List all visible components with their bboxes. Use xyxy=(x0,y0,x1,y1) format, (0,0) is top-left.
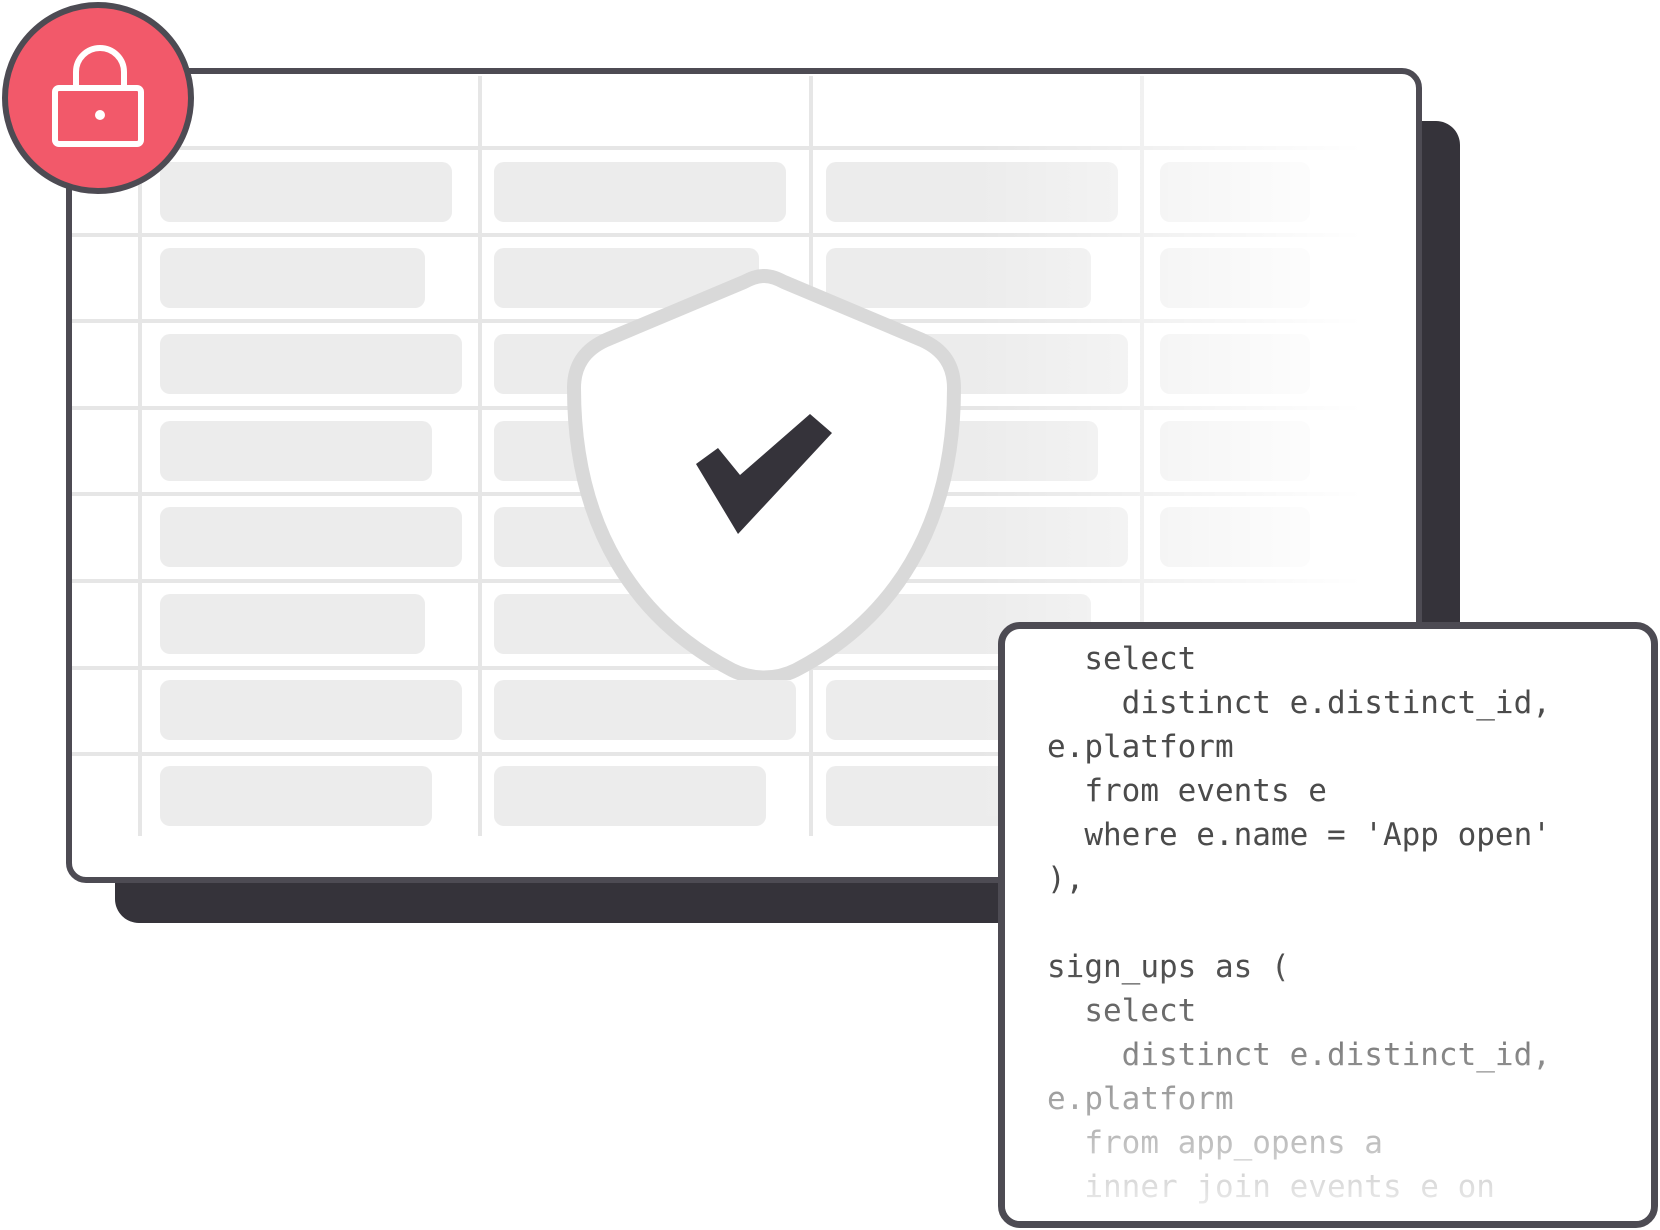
shield-check-icon xyxy=(567,269,961,680)
table-cell-placeholder xyxy=(160,766,432,826)
table-cell-placeholder xyxy=(494,766,766,826)
lock-icon xyxy=(52,45,144,147)
grid-row-divider xyxy=(72,146,1362,150)
code-line: from app_opens a xyxy=(1047,1125,1383,1161)
code-line: select xyxy=(1047,993,1197,1029)
sql-code-panel: select distinct e.distinct_id, e.platform… xyxy=(998,622,1658,1228)
code-line: e.platform xyxy=(1047,1081,1234,1117)
table-cell-placeholder xyxy=(1160,421,1310,481)
table-cell-placeholder xyxy=(160,248,425,308)
table-cell-placeholder xyxy=(826,162,1118,222)
code-line: distinct e.distinct_id, xyxy=(1047,685,1551,721)
grid-column-divider xyxy=(478,76,482,836)
code-line xyxy=(1047,901,1551,945)
code-line: distinct e.distinct_id, xyxy=(1047,1037,1551,1073)
table-cell-placeholder xyxy=(1160,507,1310,567)
grid-row-divider xyxy=(72,233,1362,237)
table-cell-placeholder xyxy=(1160,334,1310,394)
code-line: where e.name = 'App open' xyxy=(1047,817,1551,853)
table-cell-placeholder xyxy=(160,507,462,567)
table-cell-placeholder xyxy=(160,162,452,222)
table-cell-placeholder xyxy=(494,162,786,222)
code-line: ), xyxy=(1047,861,1085,897)
table-cell-placeholder xyxy=(160,680,462,740)
table-cell-placeholder xyxy=(826,680,1026,740)
code-line: e.platform xyxy=(1047,729,1234,765)
lock-badge xyxy=(2,2,194,194)
code-line: from events e xyxy=(1047,773,1327,809)
grid-column-divider xyxy=(138,76,142,836)
code-line: select xyxy=(1047,641,1197,677)
table-cell-placeholder xyxy=(1160,248,1310,308)
sql-code-block: select distinct e.distinct_id, e.platform… xyxy=(1047,637,1551,1209)
code-line: sign_ups as ( xyxy=(1047,949,1290,985)
table-cell-placeholder xyxy=(1160,162,1310,222)
table-cell-placeholder xyxy=(160,334,462,394)
table-cell-placeholder xyxy=(160,594,425,654)
table-cell-placeholder xyxy=(494,680,796,740)
table-cell-placeholder xyxy=(826,766,1026,826)
code-line: inner join events e on xyxy=(1047,1169,1495,1205)
table-cell-placeholder xyxy=(160,421,432,481)
